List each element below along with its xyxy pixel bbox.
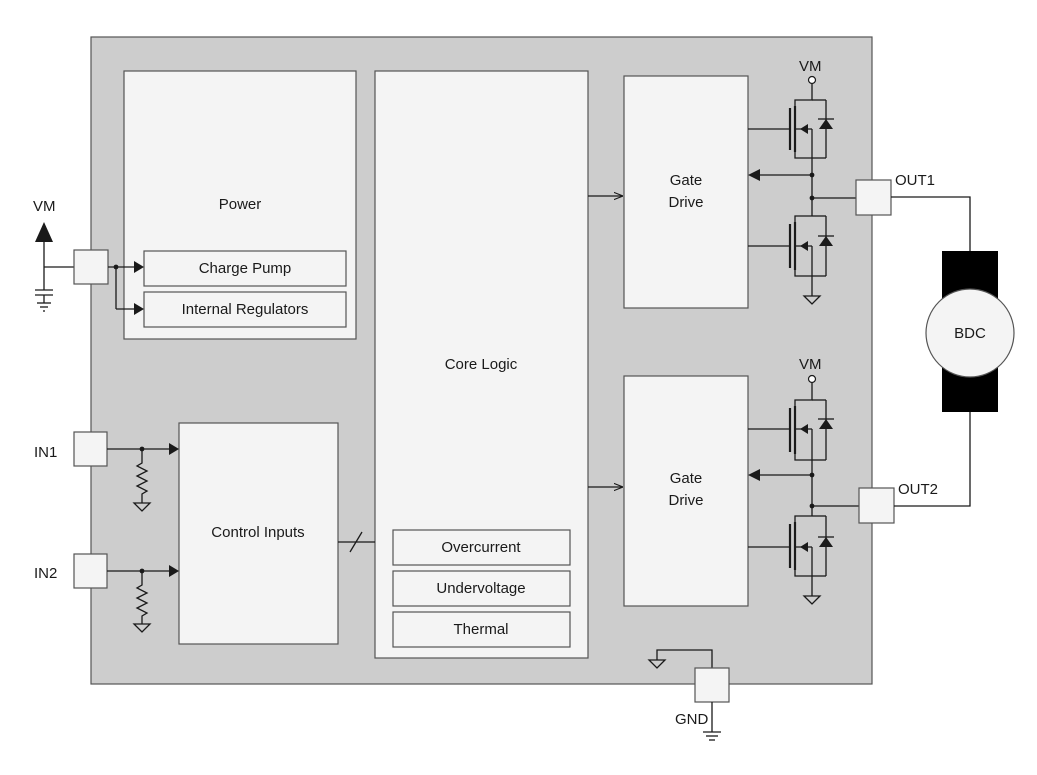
low-side-mosfet-2-icon — [748, 515, 834, 605]
control-inputs-block — [178, 422, 339, 645]
thermal-label: Thermal — [453, 621, 508, 638]
low-side-mosfet-1-icon — [748, 215, 834, 305]
power-label: Power — [219, 196, 262, 213]
vm-supply-arrow-icon — [35, 222, 53, 242]
charge-pump-label: Charge Pump — [199, 260, 292, 277]
gnd-earth-icon — [703, 702, 721, 741]
gnd-pin-label: GND — [675, 711, 709, 728]
regulators-input-arrow-icon — [134, 303, 144, 315]
control-inputs-label: Control Inputs — [211, 524, 304, 541]
vm-supply-1-node-icon — [807, 75, 817, 85]
vm-pin-label: VM — [33, 198, 56, 215]
motor-rotor-icon — [925, 288, 1015, 378]
internal-regulators-label: Internal Regulators — [182, 301, 309, 318]
in2-arrow-icon — [169, 565, 179, 577]
high-side-mosfet-1-icon — [748, 84, 834, 159]
bus-slash-icon — [349, 531, 363, 553]
motor-label: BDC — [954, 325, 986, 342]
gate-drive-2-label-line2: Drive — [668, 492, 703, 509]
gate-drive-2-block — [623, 375, 749, 607]
high-side-mosfet-2-icon — [748, 383, 834, 461]
overcurrent-label: Overcurrent — [441, 539, 521, 556]
sense-2-arrow-icon — [748, 469, 760, 481]
internal-ground-icon — [647, 649, 713, 669]
gnd-pin — [694, 667, 730, 703]
gate-drive-1-block — [623, 75, 749, 309]
charge-pump-input-arrow-icon — [134, 261, 144, 273]
thermal-block — [392, 611, 571, 648]
vm-supply-2-node-icon — [807, 374, 817, 384]
in2-pin-label: IN2 — [34, 565, 57, 582]
in1-pin — [73, 431, 108, 467]
undervoltage-label: Undervoltage — [436, 580, 525, 597]
vm-decoupling-capacitor-icon — [35, 289, 53, 312]
in1-pulldown-resistor-icon — [132, 449, 152, 512]
overcurrent-block — [392, 529, 571, 566]
vm-supply-2-label: VM — [799, 356, 822, 373]
out2-pin-label: OUT2 — [898, 481, 938, 498]
undervoltage-block — [392, 570, 571, 607]
gate-drive-1-label-line2: Drive — [668, 194, 703, 211]
out1-motor-wire — [891, 196, 971, 251]
out1-pin-label: OUT1 — [895, 172, 935, 189]
out2-pin — [858, 487, 895, 524]
in2-pin — [73, 553, 108, 589]
core-logic-label: Core Logic — [445, 356, 518, 373]
charge-pump-block — [143, 250, 347, 287]
gate-drive-1-label-line1: Gate — [670, 172, 703, 189]
out1-pin — [855, 179, 892, 216]
in1-arrow-icon — [169, 443, 179, 455]
sense-1-arrow-icon — [748, 169, 760, 181]
vm-supply-1-label: VM — [799, 58, 822, 75]
out2-motor-wire — [894, 412, 971, 507]
gate-drive-2-label-line1: Gate — [670, 470, 703, 487]
internal-regulators-block — [143, 291, 347, 328]
in1-pin-label: IN1 — [34, 444, 57, 461]
in2-pulldown-resistor-icon — [132, 571, 152, 633]
vm-pin — [73, 249, 109, 285]
